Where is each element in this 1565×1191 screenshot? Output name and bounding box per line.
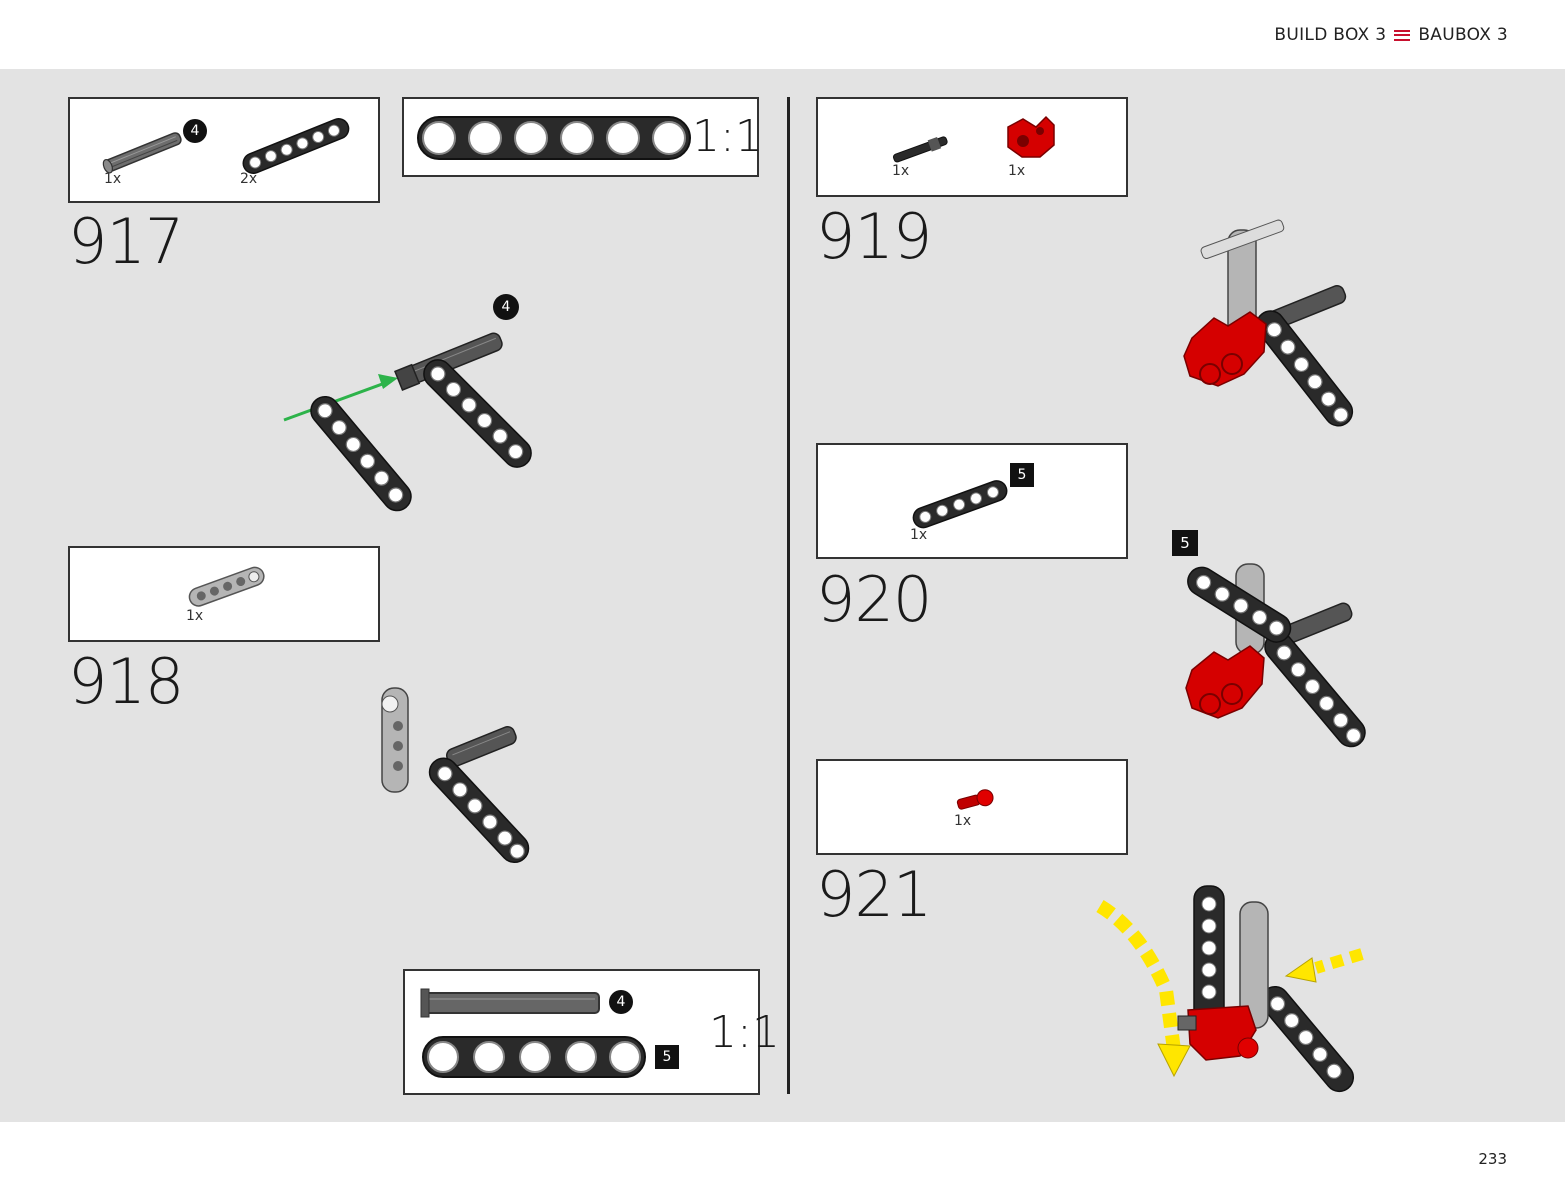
parts-box-917: 4 1x 2x bbox=[68, 97, 380, 203]
step-920-assembly bbox=[1185, 563, 1366, 748]
part-qty: 2x bbox=[240, 171, 258, 187]
axle-length-callout: 4 bbox=[183, 119, 207, 143]
header-title-de: BAUBOX 3 bbox=[1418, 25, 1508, 45]
parts-box-919: 1x 1x bbox=[816, 97, 1128, 197]
parts-box-918: 1x bbox=[68, 546, 380, 642]
scale-box-917: 1:1 bbox=[402, 97, 763, 177]
parts-920-art bbox=[912, 480, 1008, 529]
part-qty: 1x bbox=[892, 163, 910, 179]
header-title: BUILD BOX 3 BAUBOX 3 bbox=[1274, 25, 1508, 45]
page-footer bbox=[0, 1122, 1565, 1191]
step-921-assembly bbox=[1096, 885, 1364, 1093]
part-qty: 1x bbox=[954, 813, 972, 829]
insert-arrow-icon bbox=[378, 374, 398, 389]
part-qty: 1x bbox=[104, 171, 122, 187]
step-919-assembly bbox=[1183, 219, 1354, 427]
step-number-921: 921 bbox=[816, 858, 932, 931]
scale-label: 1:1 bbox=[692, 111, 763, 162]
step-number-918: 918 bbox=[68, 645, 184, 718]
parts-917-art bbox=[102, 118, 350, 175]
menu-lines-icon bbox=[1394, 29, 1411, 41]
beam-scale-art bbox=[417, 116, 691, 160]
axle-beam-scale-art bbox=[420, 988, 646, 1078]
parts-box-921: 1x bbox=[816, 759, 1128, 855]
parts-918-art bbox=[188, 566, 265, 607]
part-qty: 1x bbox=[1008, 163, 1026, 179]
parts-919-art bbox=[892, 115, 1055, 163]
rotate-arrow-icon bbox=[1157, 1043, 1191, 1078]
step-918-assembly bbox=[381, 687, 530, 864]
step-917-assembly bbox=[283, 332, 532, 512]
part-qty: 1x bbox=[186, 608, 204, 624]
step-number-920: 920 bbox=[816, 563, 932, 636]
scale-box-bottom: 4 5 1:1 bbox=[403, 969, 780, 1095]
page-number: 233 bbox=[1478, 1150, 1507, 1168]
axle-length-callout: 4 bbox=[493, 294, 519, 320]
scale-label: 1:1 bbox=[709, 1007, 780, 1058]
page-header: BUILD BOX 3 BAUBOX 3 bbox=[0, 0, 1565, 69]
beam-length-callout: 5 bbox=[1172, 530, 1198, 556]
push-arrow-icon bbox=[1284, 957, 1317, 983]
parts-box-920: 5 1x bbox=[816, 443, 1128, 559]
step-number-919: 919 bbox=[816, 200, 932, 273]
header-title-en: BUILD BOX 3 bbox=[1274, 25, 1387, 45]
part-qty: 1x bbox=[910, 527, 928, 543]
beam-length-callout: 5 bbox=[655, 1045, 679, 1069]
column-divider bbox=[787, 97, 790, 1094]
step-number-917: 917 bbox=[68, 205, 184, 278]
axle-length-callout: 4 bbox=[609, 990, 633, 1014]
beam-length-callout: 5 bbox=[1010, 463, 1034, 487]
parts-921-art bbox=[956, 789, 994, 810]
